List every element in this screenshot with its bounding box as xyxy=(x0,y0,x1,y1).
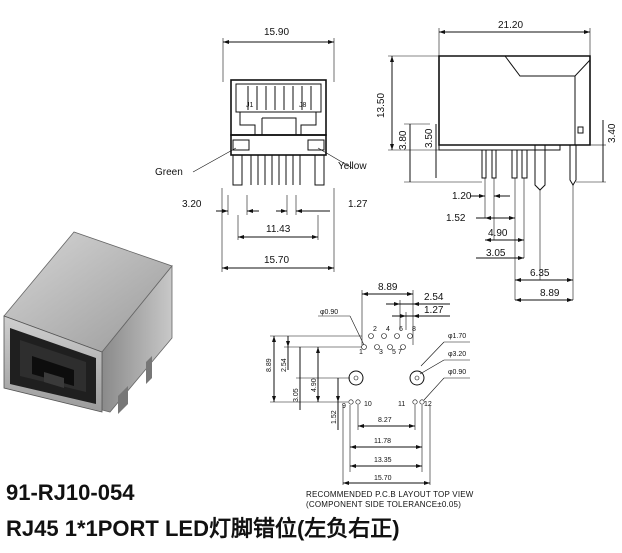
svg-text:3: 3 xyxy=(379,349,383,356)
pcb-dim-15-70: 15.70 xyxy=(374,475,392,482)
pcb-mount-hole-right xyxy=(409,370,425,386)
pcb-pin-11: 11 xyxy=(398,401,405,408)
svg-text:6: 6 xyxy=(399,326,403,333)
svg-text:7: 7 xyxy=(398,349,402,356)
dim-side-height: 13.50 xyxy=(376,93,387,118)
svg-text:2: 2 xyxy=(373,326,377,333)
svg-text:8: 8 xyxy=(412,326,416,333)
pcb-note-line1: RECOMMENDED P.C.B LAYOUT TOP VIEW xyxy=(306,490,474,499)
label-j1: J1 xyxy=(246,102,254,109)
pcb-dim-v-2-54: 2.54 xyxy=(281,358,288,372)
title-block: 91-RJ10-054 RJ45 1*1PORT LED灯脚错位(左负右正) xyxy=(6,480,400,541)
dim-3-80: 3.80 xyxy=(398,130,409,150)
dim-1-52: 1.52 xyxy=(446,213,466,224)
led-green-window xyxy=(232,139,250,151)
front-view: 15.90 J1 J8 xyxy=(155,27,368,272)
part-description: RJ45 1*1PORT LED灯脚错位(左负右正) xyxy=(6,516,400,541)
pcb-hole-0-90b: φ0.90 xyxy=(448,369,466,376)
pcb-dim-1-27: 1.27 xyxy=(424,305,444,316)
pcb-layout: 8.89 2.54 1.27 1 2 3 4 5 6 7 xyxy=(266,282,474,509)
pcb-hole-0-90: φ0.90 xyxy=(320,309,338,316)
dim-front-width-bottom: 15.70 xyxy=(264,255,289,266)
led-yellow-window xyxy=(307,139,325,151)
dim-3-40: 3.40 xyxy=(607,123,618,143)
pcb-pin-9: 9 xyxy=(342,403,346,410)
pcb-pin-10: 10 xyxy=(364,401,372,408)
pcb-pin-labels: 1 2 3 4 5 6 7 8 xyxy=(359,326,416,356)
dim-4-90: 4.90 xyxy=(488,228,508,239)
dim-3-05: 3.05 xyxy=(486,248,506,259)
pcb-pin-12: 12 xyxy=(424,401,432,408)
dim-front-width-top: 15.90 xyxy=(264,27,289,38)
dim-side-depth: 21.20 xyxy=(498,20,523,31)
svg-text:1: 1 xyxy=(359,349,363,356)
side-view: 21.20 13.50 3.80 3.50 xyxy=(376,20,618,302)
pcb-dim-2-54: 2.54 xyxy=(424,292,444,303)
dim-6-35: 6.35 xyxy=(530,268,550,279)
dim-3-20: 3.20 xyxy=(182,199,202,210)
pcb-hole-3-20: φ3.20 xyxy=(448,351,466,358)
pcb-dim-8-89-top: 8.89 xyxy=(378,282,398,293)
product-render xyxy=(3,231,173,414)
dim-1-27: 1.27 xyxy=(348,199,368,210)
dim-8-89: 8.89 xyxy=(540,288,560,299)
dim-1-20: 1.20 xyxy=(452,191,472,202)
pcb-dim-v-3-05: 3.05 xyxy=(293,388,300,402)
pcb-dim-v-8-89: 8.89 xyxy=(266,358,273,372)
pcb-dim-v-4-90: 4.90 xyxy=(311,378,318,392)
pcb-dim-13-35: 13.35 xyxy=(374,457,392,464)
dim-11-43: 11.43 xyxy=(266,224,291,235)
pcb-dim-11-78: 11.78 xyxy=(374,438,391,445)
label-green: Green xyxy=(155,167,183,178)
pcb-mount-hole-left xyxy=(348,370,364,386)
pcb-hole-1-70: φ1.70 xyxy=(448,333,466,340)
svg-text:5: 5 xyxy=(392,349,396,356)
pcb-note-line2: (COMPONENT SIDE TOLERANCE±0.05) xyxy=(306,500,461,509)
pcb-dim-8-27: 8.27 xyxy=(378,417,392,424)
svg-text:4: 4 xyxy=(386,326,390,333)
pcb-dim-v-1-52: 1.52 xyxy=(331,410,338,424)
dim-3-50: 3.50 xyxy=(424,128,435,148)
label-yellow: Yellow xyxy=(338,161,367,172)
part-number: 91-RJ10-054 xyxy=(6,480,135,505)
label-j8: J8 xyxy=(299,102,307,109)
pcb-pin-holes xyxy=(361,333,413,350)
